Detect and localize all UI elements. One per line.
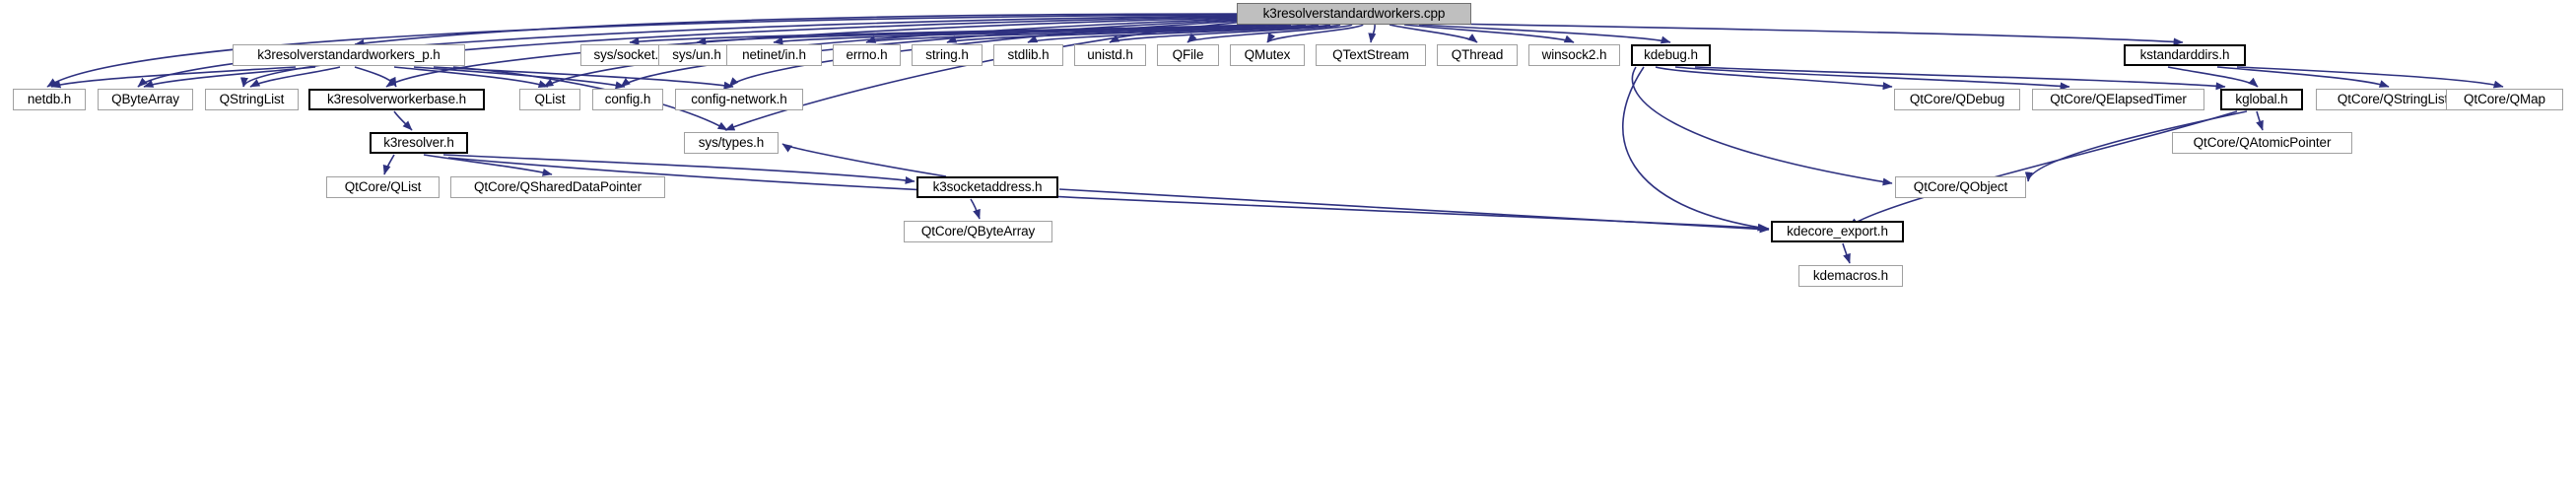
node-label: QtCore/QSharedDataPointer	[473, 179, 643, 195]
node-errno-h[interactable]: errno.h	[833, 44, 901, 66]
node-label: k3resolverstandardworkers_p.h	[257, 47, 441, 63]
node-qtcore-qshareddatapointer[interactable]: QtCore/QSharedDataPointer	[450, 176, 665, 198]
node-label: QTextStream	[1332, 47, 1409, 63]
node-sys-un-h[interactable]: sys/un.h	[658, 44, 735, 66]
node-label: config-network.h	[691, 92, 787, 107]
node-k3socketaddress-h[interactable]: k3socketaddress.h	[916, 176, 1058, 198]
node-label: k3resolver.h	[383, 135, 454, 151]
node-qtcore-qbytearray[interactable]: QtCore/QByteArray	[904, 221, 1052, 242]
node-label: QtCore/QByteArray	[920, 224, 1036, 239]
node-k3resolver-h[interactable]: k3resolver.h	[370, 132, 468, 154]
node-config-network-h[interactable]: config-network.h	[675, 89, 803, 110]
node-label: QThread	[1451, 47, 1504, 63]
node-qtcore-qmap[interactable]: QtCore/QMap	[2446, 89, 2563, 110]
node-qmutex[interactable]: QMutex	[1230, 44, 1305, 66]
node-qlist[interactable]: QList	[519, 89, 580, 110]
node-label: QMutex	[1244, 47, 1291, 63]
node-label: QByteArray	[111, 92, 179, 107]
node-label: QtCore/QMap	[2464, 92, 2545, 107]
node-label: QtCore/QObject	[1913, 179, 2008, 195]
node-label: QtCore/QAtomicPointer	[2193, 135, 2332, 151]
node-label: winsock2.h	[1541, 47, 1607, 63]
node-label: QtCore/QElapsedTimer	[2050, 92, 2187, 107]
node-label: sys/types.h	[698, 135, 765, 151]
node-qstringlist[interactable]: QStringList	[205, 89, 299, 110]
node-label: kdebug.h	[1644, 47, 1698, 63]
node-netdb-h[interactable]: netdb.h	[13, 89, 86, 110]
node-label: k3resolverstandardworkers.cpp	[1262, 6, 1446, 22]
node-label: stdlib.h	[1007, 47, 1050, 63]
node-winsock2-h[interactable]: winsock2.h	[1528, 44, 1620, 66]
node-sys-types-h[interactable]: sys/types.h	[684, 132, 779, 154]
node-label: string.h	[925, 47, 969, 63]
node-kstandarddirs-h[interactable]: kstandarddirs.h	[2124, 44, 2246, 66]
node-qtextstream[interactable]: QTextStream	[1316, 44, 1426, 66]
node-qtcore-qlist[interactable]: QtCore/QList	[326, 176, 440, 198]
node-label: kdecore_export.h	[1787, 224, 1888, 239]
node-label: unistd.h	[1087, 47, 1133, 63]
node-label: netdb.h	[27, 92, 72, 107]
node-qtcore-qdebug[interactable]: QtCore/QDebug	[1894, 89, 2020, 110]
node-qbytearray[interactable]: QByteArray	[98, 89, 193, 110]
node-qtcore-qelapsedtimer[interactable]: QtCore/QElapsedTimer	[2032, 89, 2204, 110]
node-label: kstandarddirs.h	[2139, 47, 2230, 63]
node-k3resolverstandardworkers-p-h[interactable]: k3resolverstandardworkers_p.h	[233, 44, 465, 66]
node-kdemacros-h[interactable]: kdemacros.h	[1798, 265, 1903, 287]
node-kdebug-h[interactable]: kdebug.h	[1631, 44, 1711, 66]
node-config-h[interactable]: config.h	[592, 89, 663, 110]
node-stdlib-h[interactable]: stdlib.h	[993, 44, 1063, 66]
node-label: kglobal.h	[2235, 92, 2288, 107]
node-unistd-h[interactable]: unistd.h	[1074, 44, 1146, 66]
node-label: errno.h	[846, 47, 888, 63]
node-qthread[interactable]: QThread	[1437, 44, 1518, 66]
node-label: sys/un.h	[672, 47, 721, 63]
node-qtcore-qatomicpointer[interactable]: QtCore/QAtomicPointer	[2172, 132, 2352, 154]
node-qfile[interactable]: QFile	[1157, 44, 1219, 66]
node-kglobal-h[interactable]: kglobal.h	[2220, 89, 2303, 110]
node-kdecore-export-h[interactable]: kdecore_export.h	[1771, 221, 1904, 242]
node-label: QtCore/QDebug	[1909, 92, 2005, 107]
node-qtcore-qstringlist[interactable]: QtCore/QStringList	[2316, 89, 2470, 110]
node-label: QtCore/QStringList	[2337, 92, 2449, 107]
node-k3resolverstandardworkers-cpp[interactable]: k3resolverstandardworkers.cpp	[1237, 3, 1471, 25]
node-k3resolverworkerbase-h[interactable]: k3resolverworkerbase.h	[308, 89, 485, 110]
node-label: k3resolverworkerbase.h	[326, 92, 467, 107]
node-label: QStringList	[219, 92, 285, 107]
node-label: QList	[534, 92, 566, 107]
node-netinet-in-h[interactable]: netinet/in.h	[726, 44, 822, 66]
node-label: QtCore/QList	[344, 179, 422, 195]
node-label: k3socketaddress.h	[932, 179, 1043, 195]
node-label: kdemacros.h	[1812, 268, 1889, 284]
node-label: netinet/in.h	[742, 47, 806, 63]
node-string-h[interactable]: string.h	[912, 44, 983, 66]
node-label: config.h	[604, 92, 651, 107]
node-label: QFile	[1172, 47, 1204, 63]
node-qtcore-qobject[interactable]: QtCore/QObject	[1895, 176, 2026, 198]
